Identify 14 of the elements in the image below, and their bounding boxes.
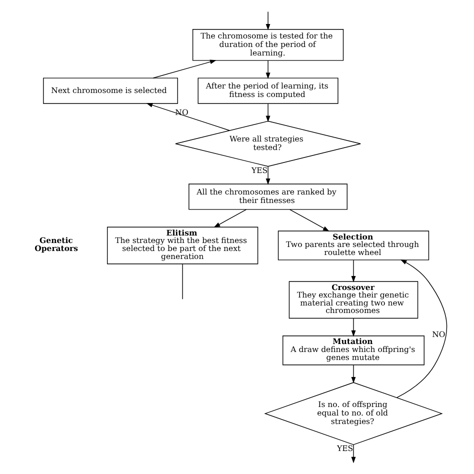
arrow bbox=[266, 103, 270, 122]
arrow bbox=[351, 318, 356, 337]
arrow bbox=[214, 209, 247, 228]
arrow bbox=[266, 166, 270, 185]
arrow bbox=[289, 209, 330, 232]
arrow bbox=[351, 444, 356, 464]
arrow bbox=[351, 364, 356, 384]
arrow bbox=[152, 60, 216, 78]
arrow bbox=[396, 259, 448, 398]
arrow bbox=[146, 103, 230, 131]
arrow bbox=[266, 11, 270, 30]
arrow bbox=[266, 60, 270, 80]
connector bbox=[182, 264, 183, 300]
arrow bbox=[351, 260, 356, 282]
